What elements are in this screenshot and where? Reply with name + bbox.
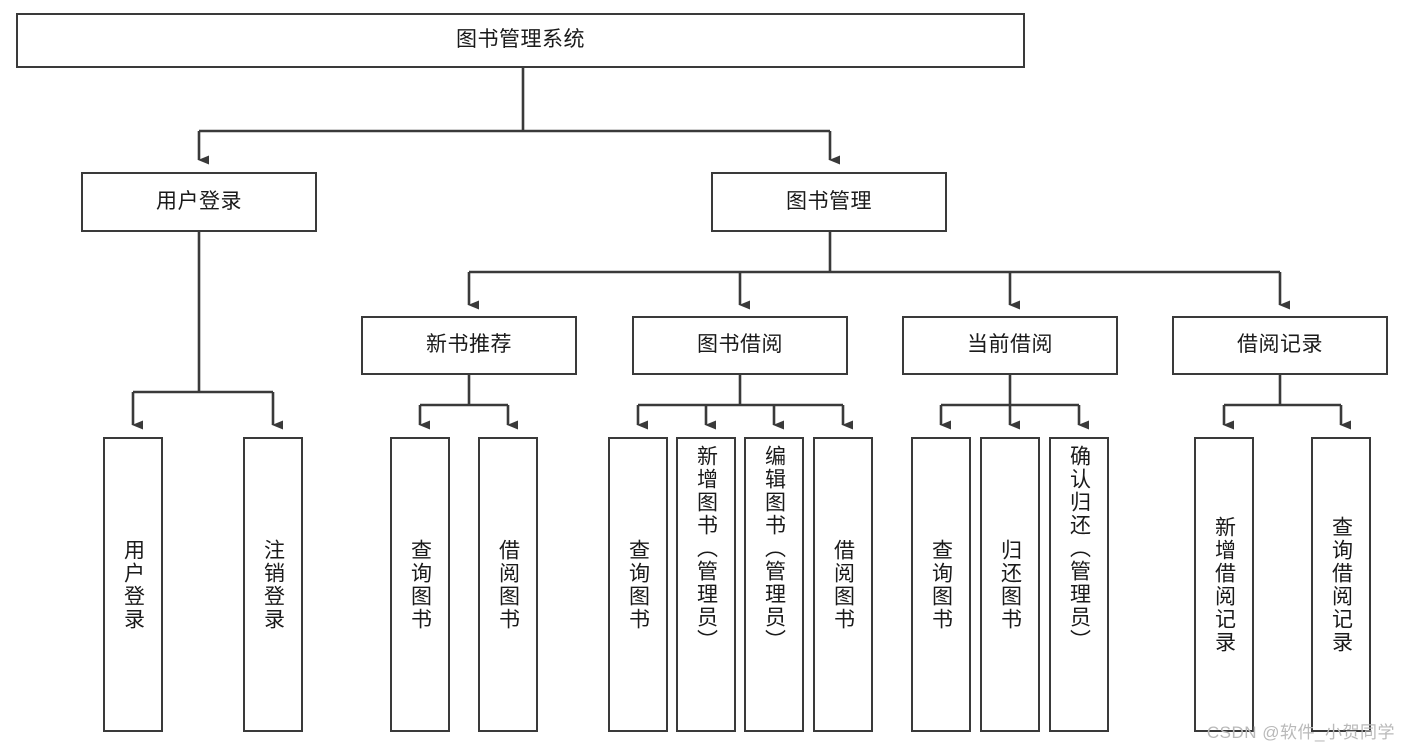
node-new-book-recommend-label: 新书推荐 xyxy=(426,333,512,357)
leaf-query-book-borrow[interactable]: 查询图书 xyxy=(608,437,668,732)
node-new-book-recommend[interactable]: 新书推荐 xyxy=(361,316,577,375)
leaf-edit-book-admin[interactable]: 编辑图书（管理员） xyxy=(744,437,804,732)
leaf-return-book[interactable]: 归还图书 xyxy=(980,437,1040,732)
leaf-query-book-current[interactable]: 查询图书 xyxy=(911,437,971,732)
leaf-confirm-return-admin-label: 确认归还（管理员） xyxy=(1067,445,1091,652)
node-borrow-record[interactable]: 借阅记录 xyxy=(1172,316,1388,375)
leaf-query-borrow-record[interactable]: 查询借阅记录 xyxy=(1311,437,1371,732)
leaf-add-borrow-record[interactable]: 新增借阅记录 xyxy=(1194,437,1254,732)
leaf-user-login[interactable]: 用户登录 xyxy=(103,437,163,732)
node-book-borrow-label: 图书借阅 xyxy=(697,333,783,357)
leaf-add-book-admin-label: 新增图书（管理员） xyxy=(694,445,718,652)
leaf-user-login-label: 用户登录 xyxy=(121,538,145,631)
leaf-confirm-return-admin[interactable]: 确认归还（管理员） xyxy=(1049,437,1109,732)
leaf-borrow-book-recommend[interactable]: 借阅图书 xyxy=(478,437,538,732)
node-borrow-record-label: 借阅记录 xyxy=(1237,333,1323,357)
leaf-add-book-admin[interactable]: 新增图书（管理员） xyxy=(676,437,736,732)
node-book-borrow[interactable]: 图书借阅 xyxy=(632,316,848,375)
leaf-add-borrow-record-label: 新增借阅记录 xyxy=(1212,515,1236,654)
leaf-query-book-borrow-label: 查询图书 xyxy=(626,538,650,631)
leaf-logout-label: 注销登录 xyxy=(261,538,285,631)
leaf-query-book-recommend-label: 查询图书 xyxy=(408,538,432,631)
leaf-edit-book-admin-label: 编辑图书（管理员） xyxy=(762,445,786,652)
leaf-logout[interactable]: 注销登录 xyxy=(243,437,303,732)
node-root-label: 图书管理系统 xyxy=(456,28,585,52)
leaf-borrow-book[interactable]: 借阅图书 xyxy=(813,437,873,732)
node-user-login-label: 用户登录 xyxy=(156,189,242,213)
leaf-borrow-book-label: 借阅图书 xyxy=(831,538,855,631)
leaf-query-book-current-label: 查询图书 xyxy=(929,538,953,631)
node-current-borrow[interactable]: 当前借阅 xyxy=(902,316,1118,375)
leaf-query-borrow-record-label: 查询借阅记录 xyxy=(1329,515,1353,654)
leaf-query-book-recommend[interactable]: 查询图书 xyxy=(390,437,450,732)
node-current-borrow-label: 当前借阅 xyxy=(967,333,1053,357)
node-root[interactable]: 图书管理系统 xyxy=(16,13,1025,68)
leaf-return-book-label: 归还图书 xyxy=(998,538,1022,631)
node-book-management[interactable]: 图书管理 xyxy=(711,172,947,232)
node-book-management-label: 图书管理 xyxy=(786,189,872,213)
leaf-borrow-book-recommend-label: 借阅图书 xyxy=(496,538,520,631)
node-user-login[interactable]: 用户登录 xyxy=(81,172,317,232)
